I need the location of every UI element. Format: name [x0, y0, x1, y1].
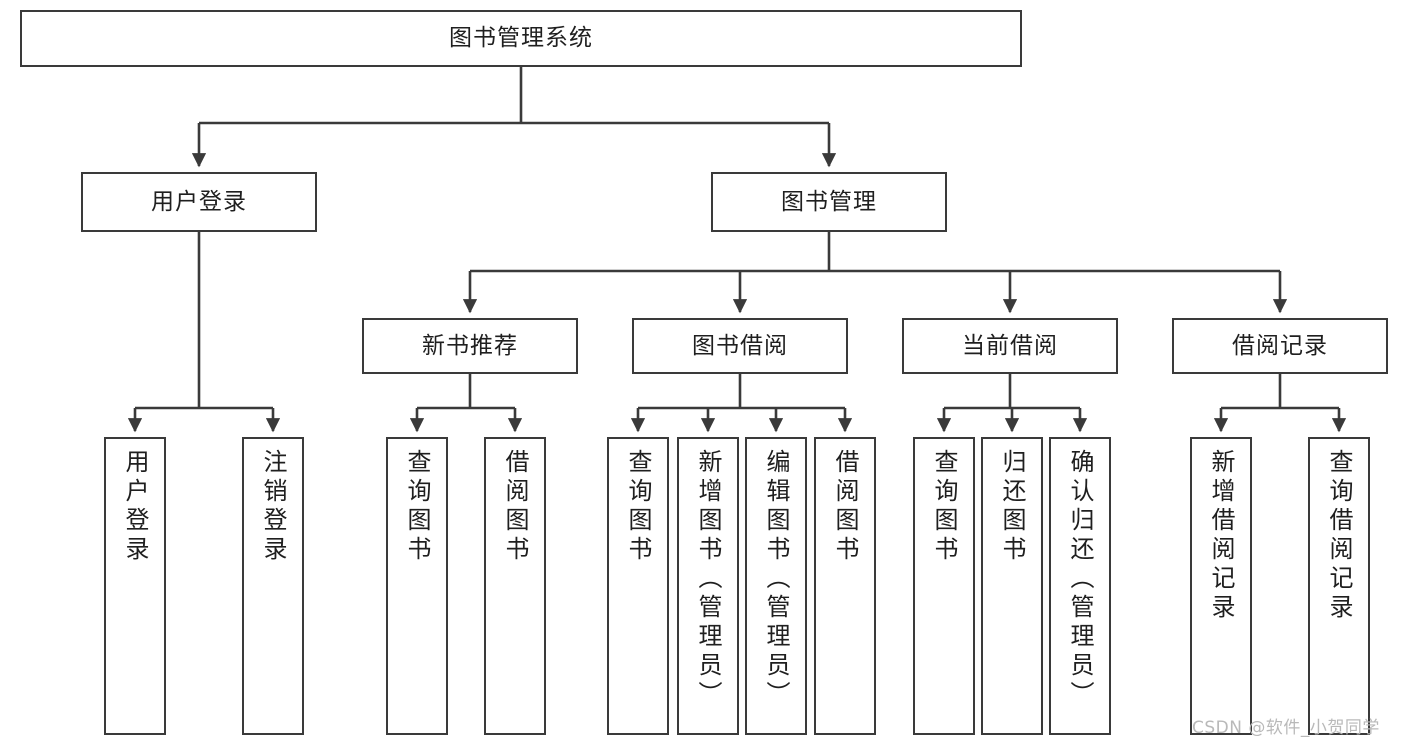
leaf-query-books-borrow-label: 查询图书	[624, 449, 652, 565]
leaf-query-books-current-label: 查询图书	[930, 449, 958, 565]
leaf-return-books[interactable]: 归还图书	[981, 437, 1043, 735]
leaf-query-books-borrow[interactable]: 查询图书	[607, 437, 669, 735]
leaf-borrow-books[interactable]: 借阅图书	[814, 437, 876, 735]
node-book-management[interactable]: 图书管理	[711, 172, 947, 232]
leaf-add-borrow-record[interactable]: 新增借阅记录	[1190, 437, 1252, 735]
leaf-borrow-books-label: 借阅图书	[831, 449, 859, 565]
node-borrow-records-label: 借阅记录	[1232, 332, 1328, 359]
leaf-query-borrow-record[interactable]: 查询借阅记录	[1308, 437, 1370, 735]
node-new-book-recommend[interactable]: 新书推荐	[362, 318, 578, 374]
leaf-query-books-recommend[interactable]: 查询图书	[386, 437, 448, 735]
leaf-edit-book-admin-label: 编辑图书（管理员）	[762, 449, 790, 710]
node-user-login-label: 用户登录	[151, 188, 247, 215]
node-book-borrow[interactable]: 图书借阅	[632, 318, 848, 374]
node-book-borrow-label: 图书借阅	[692, 332, 788, 359]
node-book-management-label: 图书管理	[781, 188, 877, 215]
leaf-query-books-recommend-label: 查询图书	[403, 449, 431, 565]
node-borrow-records[interactable]: 借阅记录	[1172, 318, 1388, 374]
leaf-query-borrow-record-label: 查询借阅记录	[1325, 449, 1353, 623]
leaf-user-login-label: 用户登录	[121, 449, 149, 565]
leaf-query-books-current[interactable]: 查询图书	[913, 437, 975, 735]
leaf-logout[interactable]: 注销登录	[242, 437, 304, 735]
node-root-label: 图书管理系统	[449, 25, 593, 52]
watermark-text: CSDN @软件_小贺同学	[1192, 718, 1380, 738]
leaf-confirm-return-admin-label: 确认归还（管理员）	[1066, 449, 1094, 710]
leaf-user-login[interactable]: 用户登录	[104, 437, 166, 735]
node-root[interactable]: 图书管理系统	[20, 10, 1022, 67]
node-current-borrow-label: 当前借阅	[962, 332, 1058, 359]
leaf-borrow-books-recommend[interactable]: 借阅图书	[484, 437, 546, 735]
leaf-add-borrow-record-label: 新增借阅记录	[1207, 449, 1235, 623]
leaf-borrow-books-recommend-label: 借阅图书	[501, 449, 529, 565]
node-user-login[interactable]: 用户登录	[81, 172, 317, 232]
leaf-add-book-admin-label: 新增图书（管理员）	[694, 449, 722, 710]
leaf-confirm-return-admin[interactable]: 确认归还（管理员）	[1049, 437, 1111, 735]
node-new-book-recommend-label: 新书推荐	[422, 332, 518, 359]
node-current-borrow[interactable]: 当前借阅	[902, 318, 1118, 374]
leaf-add-book-admin[interactable]: 新增图书（管理员）	[677, 437, 739, 735]
leaf-logout-label: 注销登录	[259, 449, 287, 565]
leaf-edit-book-admin[interactable]: 编辑图书（管理员）	[745, 437, 807, 735]
leaf-return-books-label: 归还图书	[998, 449, 1026, 565]
